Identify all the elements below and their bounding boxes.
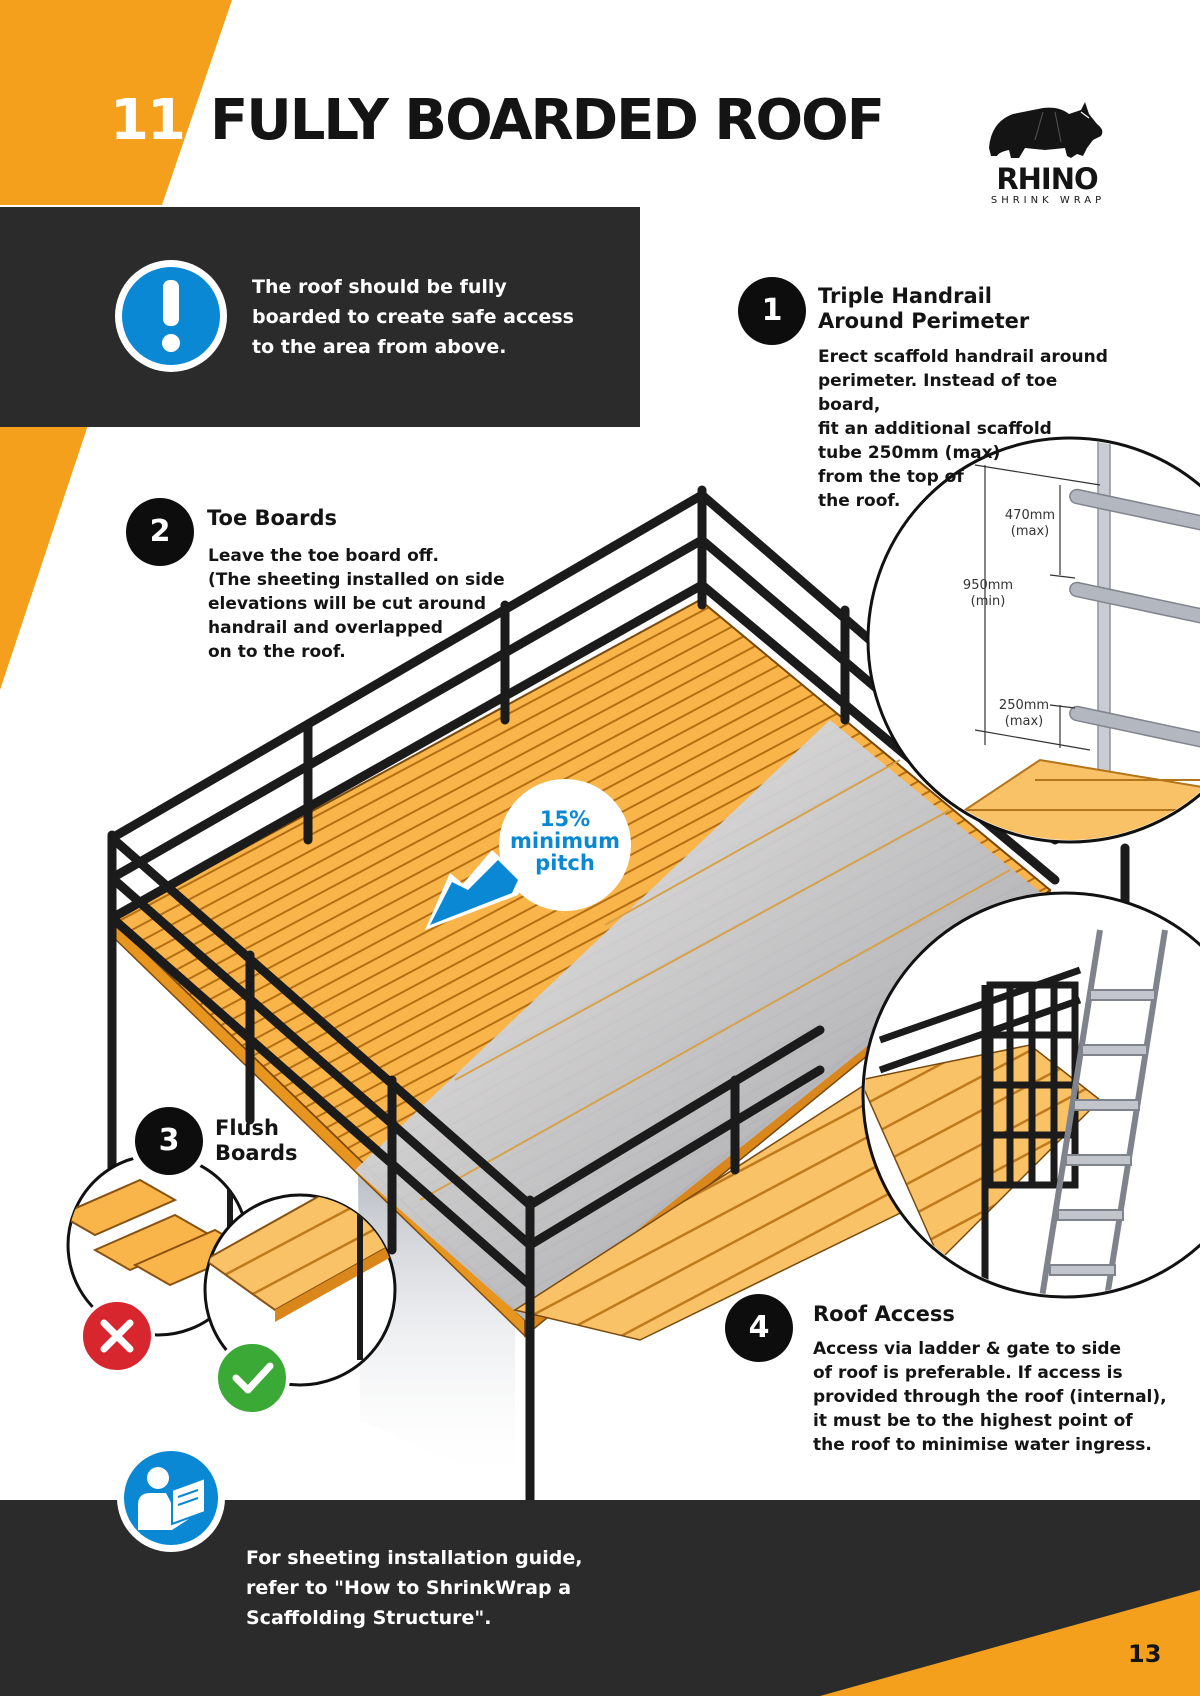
footer-reference-text: For sheeting installation guide, refer t… [246,1547,583,1629]
orange-corner-bottom [820,1590,1200,1696]
step-2-title: Toe Boards [207,506,338,530]
correct-check-badge [214,1340,290,1416]
info-panel [0,207,640,427]
handrail-detail-circle [866,436,1200,844]
step-3-badge: 3 [135,1107,203,1175]
reading-manual-icon [117,1444,225,1552]
step-3-title: Flush Boards [215,1116,298,1165]
flush-boards-detail [66,1153,397,1416]
logo-tagline: SHRINK WRAP [990,195,1106,206]
shrink-wrap-sheet [355,720,1050,1320]
orange-band-left [0,425,88,690]
step-4-body: Access via ladder & gate to side of roof… [813,1339,1167,1455]
rhino-logo-icon [989,102,1103,158]
info-text: The roof should be fully boarded to crea… [252,276,574,358]
step-4-title: Roof Access [813,1302,955,1326]
page-number: 13 [1128,1640,1162,1668]
orange-corner-top [0,0,232,205]
step-4-badge: 4 [725,1294,793,1362]
exclamation-icon [115,260,227,372]
section-number: 11 [110,88,186,153]
page-title: FULLY BOARDED ROOF [210,88,885,153]
step-1-badge: 1 [738,277,806,345]
dimension-bottom-gap: 250mm (max) [998,698,1050,729]
dimension-overall: 950mm (min) [962,578,1014,609]
logo-wordmark: RHINO [996,162,1098,196]
roof-access-detail-circle [861,891,1200,1299]
step-1-title: Triple Handrail Around Perimeter [818,284,1030,333]
step-1-body: Erect scaffold handrail around perimeter… [818,347,1108,511]
step-2-badge: 2 [126,498,194,566]
pitch-label: 15% minimum pitch [510,807,620,875]
step-2-body: Leave the toe board off. (The sheeting i… [208,546,505,662]
dimension-top-gap: 470mm (max) [1004,508,1056,539]
